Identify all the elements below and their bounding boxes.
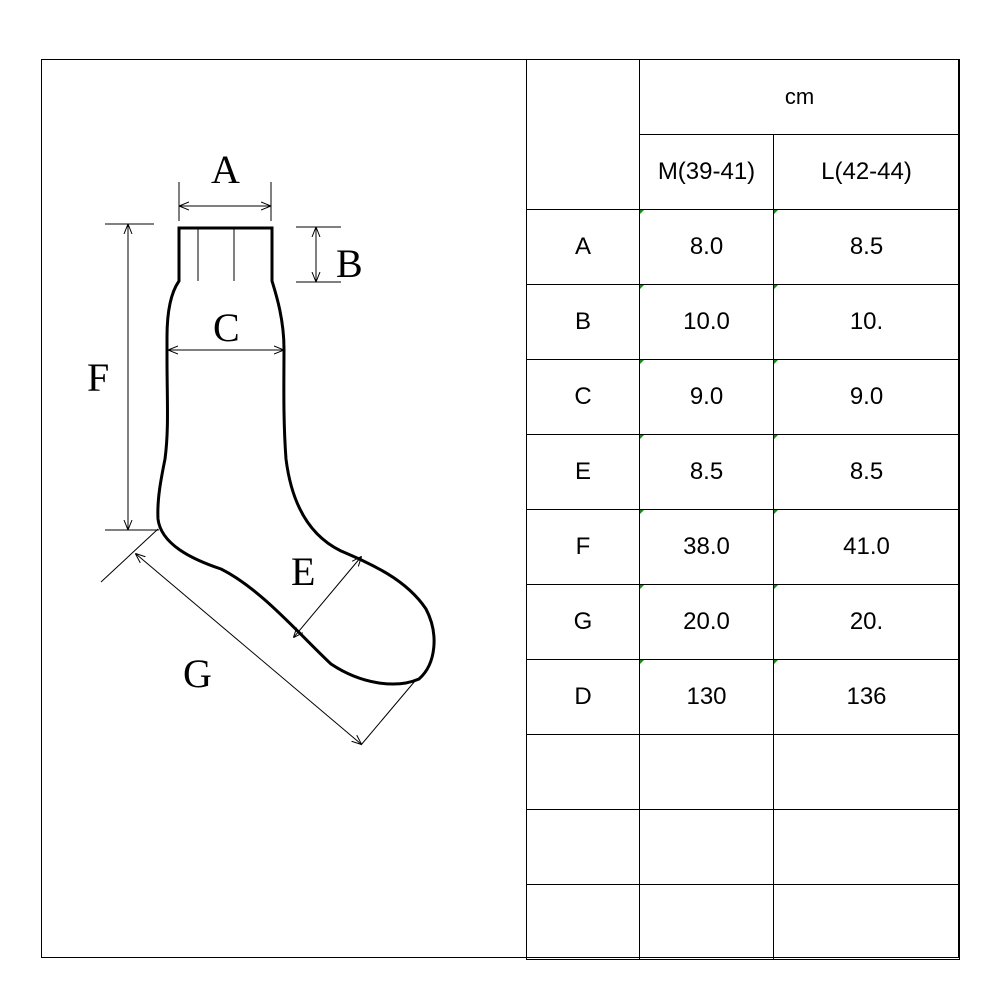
row-label: E <box>526 434 640 510</box>
cell-m: 38.0 <box>639 509 774 585</box>
column-header-m: M(39-41) <box>639 134 774 210</box>
column-header-l: L(42-44) <box>772 134 961 210</box>
cell-m: 8.0 <box>639 209 774 285</box>
row-label: G <box>526 584 640 660</box>
table-row: G 20.0 20. <box>526 584 961 660</box>
empty-cell <box>772 734 961 810</box>
row-label: D <box>526 659 640 735</box>
empty-cell <box>526 734 640 810</box>
label-e: E <box>291 549 315 594</box>
table-row: A 8.0 8.5 <box>526 209 961 285</box>
header-corner-cell <box>526 59 640 210</box>
label-g: G <box>183 651 212 696</box>
empty-cell <box>772 884 961 960</box>
dimension-g-arrow <box>136 554 361 744</box>
empty-cell <box>526 884 640 960</box>
table-row: D 130 136 <box>526 659 961 735</box>
table-row: E 8.5 8.5 <box>526 434 961 510</box>
empty-row <box>526 809 961 885</box>
size-table: cm M(39-41) L(42-44) A 8.0 8.5 B 10.0 10… <box>526 59 961 960</box>
sock-outline <box>156 226 436 686</box>
empty-row <box>526 884 961 960</box>
cell-l: 41.0 <box>772 509 961 585</box>
empty-cell <box>639 734 774 810</box>
row-label: B <box>526 284 640 360</box>
row-label: A <box>526 209 640 285</box>
empty-cell <box>526 809 640 885</box>
cell-l: 10. <box>772 284 961 360</box>
label-a: A <box>211 147 240 192</box>
label-b: B <box>336 241 363 286</box>
empty-cell <box>639 809 774 885</box>
table-row: B 10.0 10. <box>526 284 961 360</box>
unit-header: cm <box>638 59 961 135</box>
size-table-grid: cm M(39-41) L(42-44) A 8.0 8.5 B 10.0 10… <box>526 59 961 960</box>
table-row: C 9.0 9.0 <box>526 359 961 435</box>
cell-l: 8.5 <box>772 434 961 510</box>
empty-cell <box>772 809 961 885</box>
cell-l: 9.0 <box>772 359 961 435</box>
cell-m: 8.5 <box>639 434 774 510</box>
cell-m: 9.0 <box>639 359 774 435</box>
table-row: F 38.0 41.0 <box>526 509 961 585</box>
empty-row <box>526 734 961 810</box>
cell-l: 8.5 <box>772 209 961 285</box>
cell-l: 136 <box>772 659 961 735</box>
cell-m: 10.0 <box>639 284 774 360</box>
empty-cell <box>639 884 774 960</box>
cell-m: 130 <box>639 659 774 735</box>
cell-l: 20. <box>772 584 961 660</box>
cell-m: 20.0 <box>639 584 774 660</box>
label-c: C <box>213 305 240 350</box>
sock-size-diagram: A B C F E G <box>41 59 526 958</box>
row-label: C <box>526 359 640 435</box>
label-f: F <box>87 355 109 400</box>
row-label: F <box>526 509 640 585</box>
